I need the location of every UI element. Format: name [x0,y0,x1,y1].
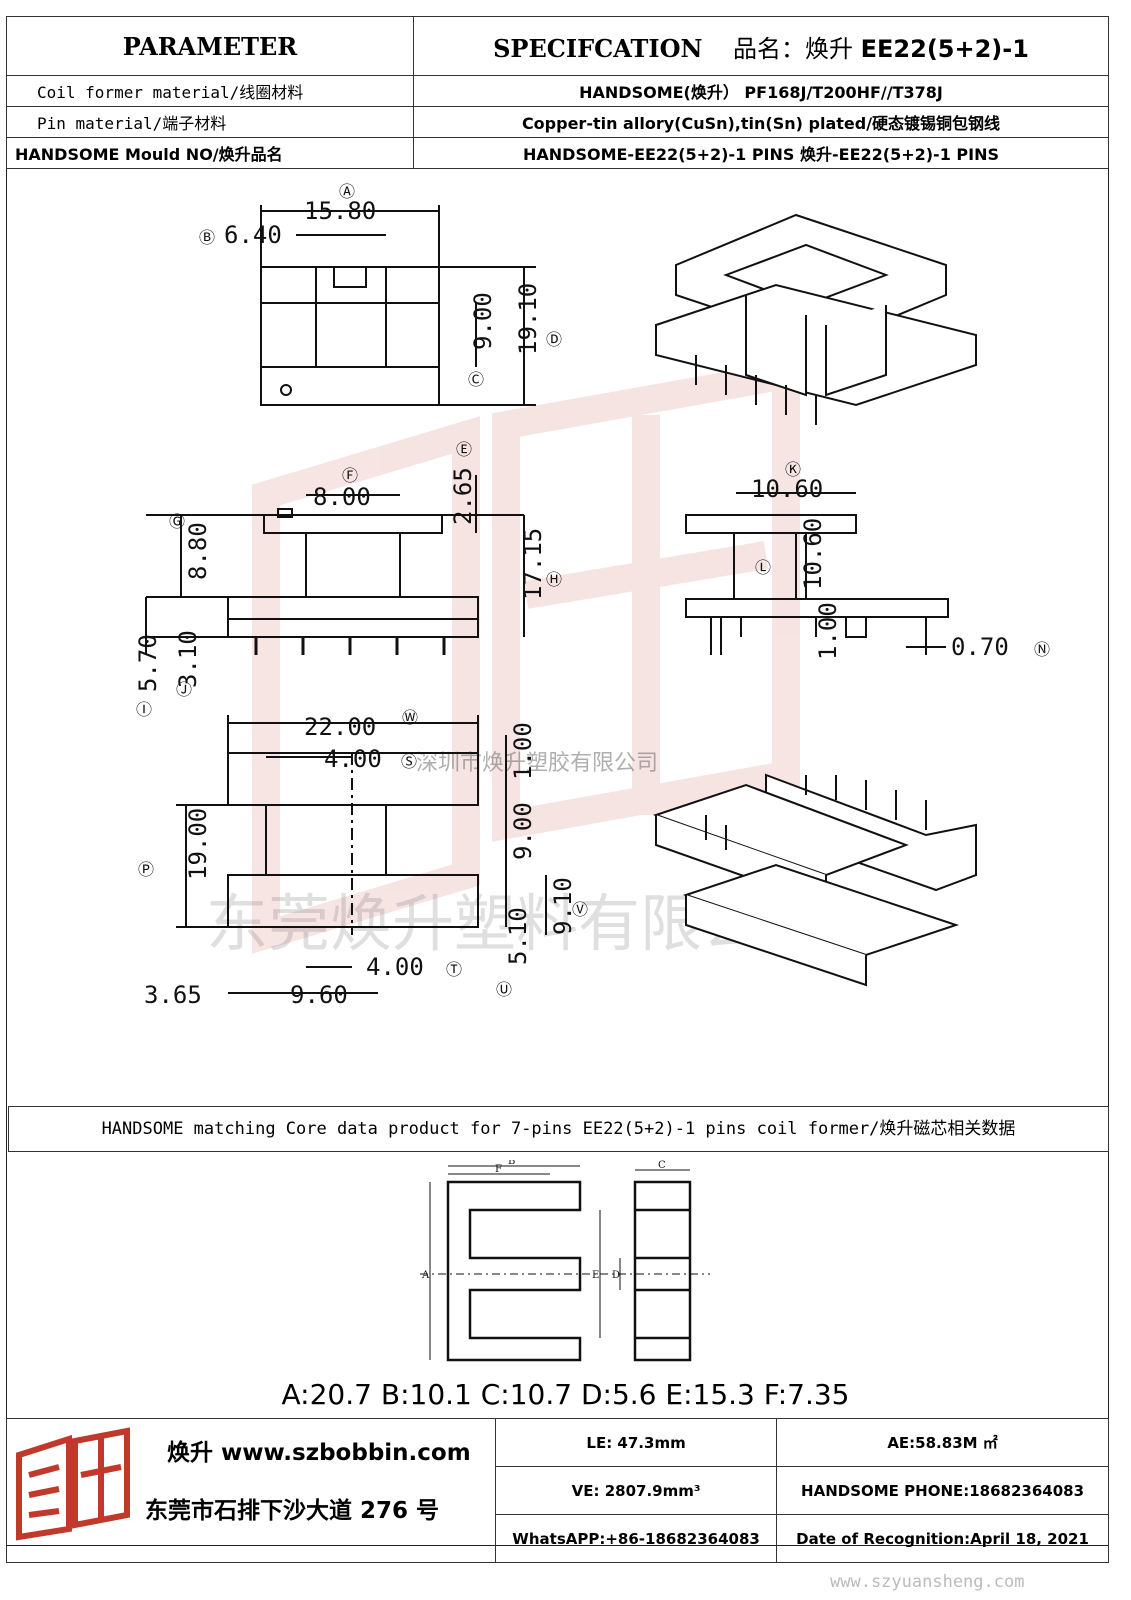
dim-q: 9.00 [509,802,537,860]
dim-e: 2.65 [449,467,477,525]
core-label-d: D [612,1270,620,1281]
dim-d: 19.10 [514,283,542,355]
dim-v: 9.10 [549,877,577,935]
label-e: Ⓔ [456,440,472,459]
label-s: Ⓢ [401,752,417,771]
dim-i: 5.70 [134,634,162,692]
watermark-site: www.szyuansheng.com [830,1572,1025,1592]
dim-c: 9.00 [469,292,497,350]
label-i: Ⓘ [136,700,152,719]
product-name: EE22(5+2)-1 [860,34,1029,63]
dim-a: 15.80 [304,197,376,225]
parameter-heading: PARAMETER [6,16,414,76]
label-h: Ⓗ [546,570,562,589]
dim-k: 10.60 [751,475,823,503]
label-l: Ⓛ [755,558,771,577]
core-label-b: B [508,1160,515,1167]
dim-b: 6.40 [224,221,282,249]
dim-g: 8.80 [184,522,212,580]
label-v: Ⓥ [572,900,588,919]
ae-value: AE:58.83M ㎡ [776,1418,1109,1467]
dim-s: 4.00 [324,745,382,773]
bottom-view [176,715,547,994]
label-k: Ⓚ [785,460,801,479]
company-logo [16,1427,130,1541]
brand-address: 东莞市石排下沙大道 276 号 [145,1498,440,1524]
brand-website: 焕升 www.szbobbin.com [167,1440,471,1466]
coil-former-drawing: 深圳市焕升塑胶有限公司 东莞焕升塑料有限公司 15.80 6.40 9.00 1… [134,182,1050,1009]
label-c: Ⓒ [468,370,484,389]
ve-value: VE: 2807.9mm³ [494,1466,778,1515]
pin-material-value: Copper-tin allory(CuSn),tin(Sn) plated/硬… [413,106,1109,138]
label-d: Ⓓ [546,330,562,349]
dim-w: 22.00 [304,713,376,741]
mould-no-label: HANDSOME Mould NO/焕升品名 [6,137,414,169]
dim-h: 17.15 [519,528,547,600]
date-value: Date of Recognition:April 18, 2021 [776,1514,1109,1563]
label-b: Ⓑ [199,228,215,247]
dim-u: 5.10 [504,907,532,965]
label-n: Ⓝ [1034,640,1050,659]
ee-core-drawing: B F A C D E [420,1160,710,1362]
whatsapp-value: WhatsAPP:+86-18682364083 [494,1514,778,1563]
label-f: Ⓕ [342,466,358,485]
dim-x2: 9.60 [290,981,348,1009]
core-label-a: A [421,1270,430,1281]
core-label-e: E [592,1270,599,1281]
isometric-view-top [655,213,977,425]
phone-value: HANDSOME PHONE:18682364083 [776,1466,1109,1515]
core-label-f: F [495,1164,502,1175]
dim-n: 0.70 [951,633,1009,661]
front-view [145,475,525,655]
brand-cell: 焕升 www.szbobbin.com 东莞市石排下沙大道 276 号 [6,1418,496,1563]
watermark-text-1: 深圳市焕升塑胶有限公司 [416,751,658,776]
dim-m: 1.00 [814,602,842,660]
dim-l: 10.60 [799,518,827,590]
label-t: Ⓣ [446,960,462,979]
dim-j: 3.10 [174,630,202,688]
label-p: Ⓟ [138,860,154,879]
core-values: A:20.7 B:10.1 C:10.7 D:5.6 E:15.3 F:7.35 [281,1378,850,1411]
dim-f: 8.00 [313,483,371,511]
top-view [260,205,536,406]
isometric-view-bottom [652,773,977,987]
product-name-label: 品名：焕升 [732,34,853,63]
spec-label: SPECIFCATION [493,33,703,63]
label-w: Ⓦ [402,708,418,727]
specification-heading: SPECIFCATION 品名：焕升 EE22(5+2)-1 [413,16,1109,76]
le-value: LE: 47.3mm [494,1418,778,1467]
label-a: Ⓐ [339,182,355,201]
footer-table: 焕升 www.szbobbin.com 东莞市石排下沙大道 276 号 LE: … [6,1418,1109,1563]
label-u: Ⓤ [496,980,512,999]
dim-p: 19.00 [184,808,212,880]
side-view [685,492,949,655]
coil-material-value: HANDSOME(焕升） PF168J/T200HF//T378J [413,75,1109,107]
coil-material-label: Coil former material/线圈材料 [6,75,414,107]
mould-no-value: HANDSOME-EE22(5+2)-1 PINS 焕升-EE22(5+2)-1… [413,137,1109,169]
pin-material-label: Pin material/端子材料 [6,106,414,138]
dim-r: 1.00 [509,722,537,780]
label-j: Ⓙ [176,680,192,699]
core-label-c: C [658,1160,666,1171]
dim-x1: 3.65 [144,981,202,1009]
dim-t: 4.00 [366,953,424,981]
core-data-caption: HANDSOME matching Core data product for … [8,1106,1109,1152]
label-g: Ⓖ [169,512,185,531]
spec-header-table: PARAMETER SPECIFCATION 品名：焕升 EE22(5+2)-1… [6,16,1109,169]
